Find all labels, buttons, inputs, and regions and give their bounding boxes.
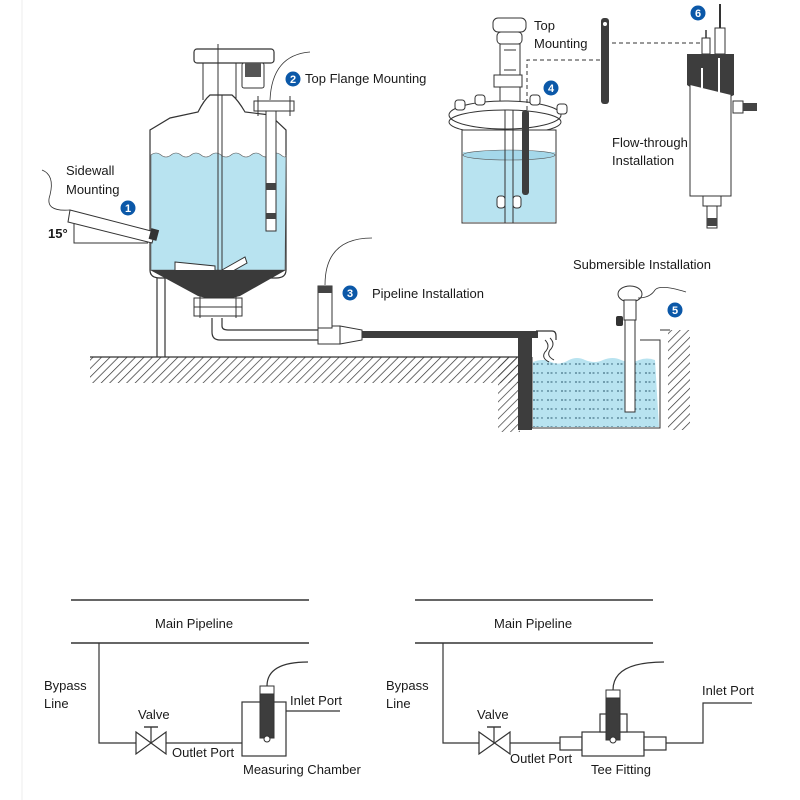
label-top-flange: Top Flange Mounting	[305, 71, 426, 86]
submersible-basin	[531, 329, 670, 429]
inlet-label-2: Inlet Port	[702, 683, 754, 698]
angle-label: 15°	[48, 226, 68, 241]
label-flow-through-2: Installation	[612, 153, 674, 168]
bypass-diagram-measuring-chamber: Main Pipeline Bypass Line Valve Outlet P…	[44, 599, 361, 777]
bioreactor	[448, 17, 600, 224]
label-sidewall-1: Sidewall	[66, 163, 115, 178]
badge-4: 4	[543, 80, 559, 96]
valve-label: Valve	[138, 707, 170, 722]
tee-label: Tee Fitting	[591, 762, 651, 777]
probe-icon	[605, 661, 665, 744]
bypass-label-1: Bypass	[44, 678, 87, 693]
top-flange-sensor	[253, 51, 311, 232]
svg-text:1: 1	[125, 203, 131, 215]
label-top-mounting-2: Mounting	[534, 36, 587, 51]
bypass-label-2-2: Line	[386, 696, 411, 711]
label-flow-through-1: Flow-through	[612, 135, 688, 150]
svg-text:2: 2	[290, 74, 296, 86]
label-submersible: Submersible Installation	[573, 257, 711, 272]
ground	[90, 330, 690, 432]
bypass-label-2: Line	[44, 696, 69, 711]
svg-text:3: 3	[347, 288, 353, 300]
label-pipeline: Pipeline Installation	[372, 286, 484, 301]
main-pipeline-label-2: Main Pipeline	[494, 616, 572, 631]
badge-1: 1	[120, 200, 136, 216]
pipeline-sensor	[317, 237, 373, 329]
badge-6: 6	[690, 5, 706, 21]
svg-text:6: 6	[695, 8, 701, 20]
inlet-label: Inlet Port	[290, 693, 342, 708]
badge-5: 5	[667, 302, 683, 318]
bypass-label-2-1: Bypass	[386, 678, 429, 693]
outlet-label-2: Outlet Port	[510, 751, 573, 766]
flow-through-cell	[687, 4, 757, 229]
main-pipeline-label: Main Pipeline	[155, 616, 233, 631]
badge-2: 2	[285, 71, 301, 87]
label-top-mounting-1: Top	[534, 18, 555, 33]
submersible-sensor	[616, 285, 687, 413]
probe-icon	[259, 661, 309, 743]
label-sidewall-2: Mounting	[66, 182, 119, 197]
valve-label-2: Valve	[477, 707, 509, 722]
svg-text:4: 4	[548, 83, 555, 95]
outlet-label: Outlet Port	[172, 745, 235, 760]
bypass-diagram-tee-fitting: Main Pipeline Bypass Line Valve Outlet P…	[386, 599, 754, 777]
pipeline	[211, 318, 557, 430]
valve-icon	[135, 726, 167, 756]
sidewall-sensor	[41, 169, 160, 244]
valve-icon	[478, 726, 511, 756]
reactor-tank	[149, 44, 287, 357]
standalone-probe	[601, 18, 700, 104]
svg-text:5: 5	[672, 305, 678, 317]
chamber-label: Measuring Chamber	[243, 762, 361, 777]
badge-3: 3	[342, 285, 358, 301]
